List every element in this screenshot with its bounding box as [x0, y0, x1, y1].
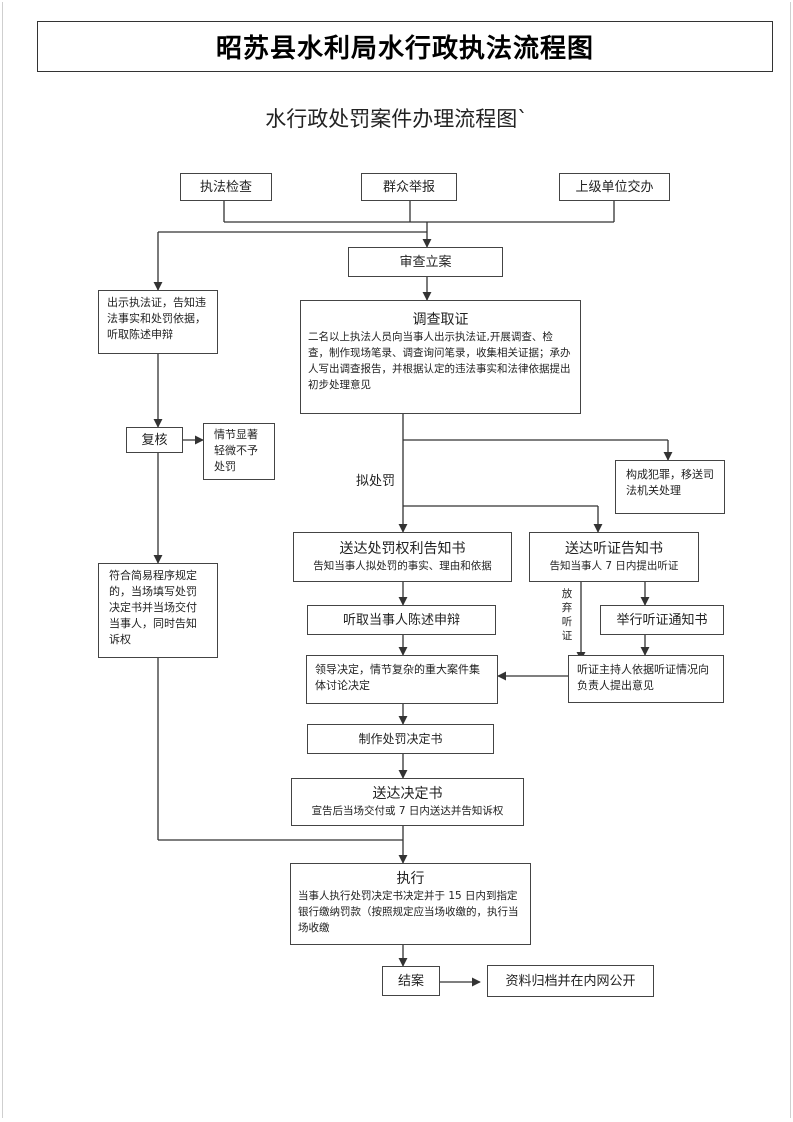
source-referral-box: 上级单位交办: [559, 173, 670, 201]
crime-transfer-text: 构成犯罪，移送司法机关处理: [626, 468, 714, 497]
register-box: 审查立案: [348, 247, 503, 277]
leader-decision-text: 领导决定，情节复杂的重大案件集体讨论决定: [315, 663, 480, 692]
investigate-heading: 调查取证: [412, 312, 469, 328]
execute-heading: 执行: [396, 871, 425, 887]
hearing-notice-box: 送达听证告知书 告知当事人 7 日内提出听证: [529, 532, 699, 582]
source-inspection-label: 执法检查: [199, 179, 252, 195]
rights-notice-body: 告知当事人拟处罚的事实、理由和依据: [313, 560, 492, 572]
show-certificate-box: 出示执法证，告知违法事实和处罚依据，听取陈述申辩: [98, 290, 218, 354]
review-box: 复核: [126, 427, 183, 453]
close-case-label: 结案: [397, 973, 424, 989]
hearing-hold-box: 举行听证通知书: [600, 605, 724, 635]
make-decision-label: 制作处罚决定书: [358, 731, 443, 746]
execute-box: 执行 当事人执行处罚决定书决定并于 15 日内到指定银行缴纳罚款（按照规定应当场…: [290, 863, 531, 945]
deliver-decision-heading: 送达决定书: [372, 786, 443, 802]
archive-label: 资料归档并在内网公开: [505, 973, 636, 989]
title-box: 昭苏县水利局水行政执法流程图: [37, 21, 773, 72]
execute-body: 当事人执行处罚决定书决定并于 15 日内到指定银行缴纳罚款（按照规定应当场收缴的…: [298, 890, 519, 934]
minor-no-penalty-text: 情节显著轻微不予处罚: [214, 428, 258, 473]
waive-hearing-label: 放弃听证: [561, 588, 573, 642]
deliver-decision-body: 宣告后当场交付或 7 日内送达并告知诉权: [311, 805, 504, 817]
hearing-notice-body: 告知当事人 7 日内提出听证: [549, 560, 679, 572]
hearing-host-box: 听证主持人依据听证情况向负责人提出意见: [568, 655, 724, 703]
leader-decision-box: 领导决定，情节复杂的重大案件集体讨论决定: [306, 655, 498, 704]
minor-no-penalty-box: 情节显著轻微不予处罚: [203, 423, 275, 480]
listen-statement-box: 听取当事人陈述申辩: [307, 605, 496, 635]
review-label: 复核: [141, 432, 168, 448]
close-case-box: 结案: [382, 966, 440, 996]
hearing-hold-label: 举行听证通知书: [616, 612, 708, 628]
source-referral-label: 上级单位交办: [575, 179, 654, 195]
simple-procedure-box: 符合简易程序规定的，当场填写处罚决定书并当场交付当事人，同时告知诉权: [98, 563, 218, 658]
crime-transfer-box: 构成犯罪，移送司法机关处理: [615, 460, 725, 514]
rights-notice-box: 送达处罚权利告知书 告知当事人拟处罚的事实、理由和依据: [293, 532, 512, 582]
archive-box: 资料归档并在内网公开: [487, 965, 654, 997]
source-report-label: 群众举报: [382, 179, 435, 195]
hearing-notice-heading: 送达听证告知书: [565, 541, 663, 557]
investigate-box: 调查取证 二名以上执法人员向当事人出示执法证,开展调查、检查，制作现场笔录、调查…: [300, 300, 581, 414]
flowchart-subtitle: 水行政处罚案件办理流程图`: [265, 107, 528, 131]
deliver-decision-box: 送达决定书 宣告后当场交付或 7 日内送达并告知诉权: [291, 778, 524, 826]
source-inspection-box: 执法检查: [180, 173, 272, 201]
hearing-host-text: 听证主持人依据听证情况向负责人提出意见: [577, 663, 709, 692]
show-certificate-text: 出示执法证，告知违法事实和处罚依据，听取陈述申辩: [107, 296, 206, 341]
simple-procedure-text: 符合简易程序规定的，当场填写处罚决定书并当场交付当事人，同时告知诉权: [109, 569, 197, 646]
page-title: 昭苏县水利局水行政执法流程图: [215, 34, 594, 64]
source-report-box: 群众举报: [361, 173, 457, 201]
listen-statement-label: 听取当事人陈述申辩: [342, 612, 460, 628]
propose-penalty-label: 拟处罚: [356, 474, 396, 489]
rights-notice-heading: 送达处罚权利告知书: [339, 541, 466, 557]
investigate-body: 二名以上执法人员向当事人出示执法证,开展调查、检查，制作现场笔录、调查询问笔录，…: [308, 331, 571, 391]
register-label: 审查立案: [399, 254, 452, 270]
make-decision-box: 制作处罚决定书: [307, 724, 494, 754]
